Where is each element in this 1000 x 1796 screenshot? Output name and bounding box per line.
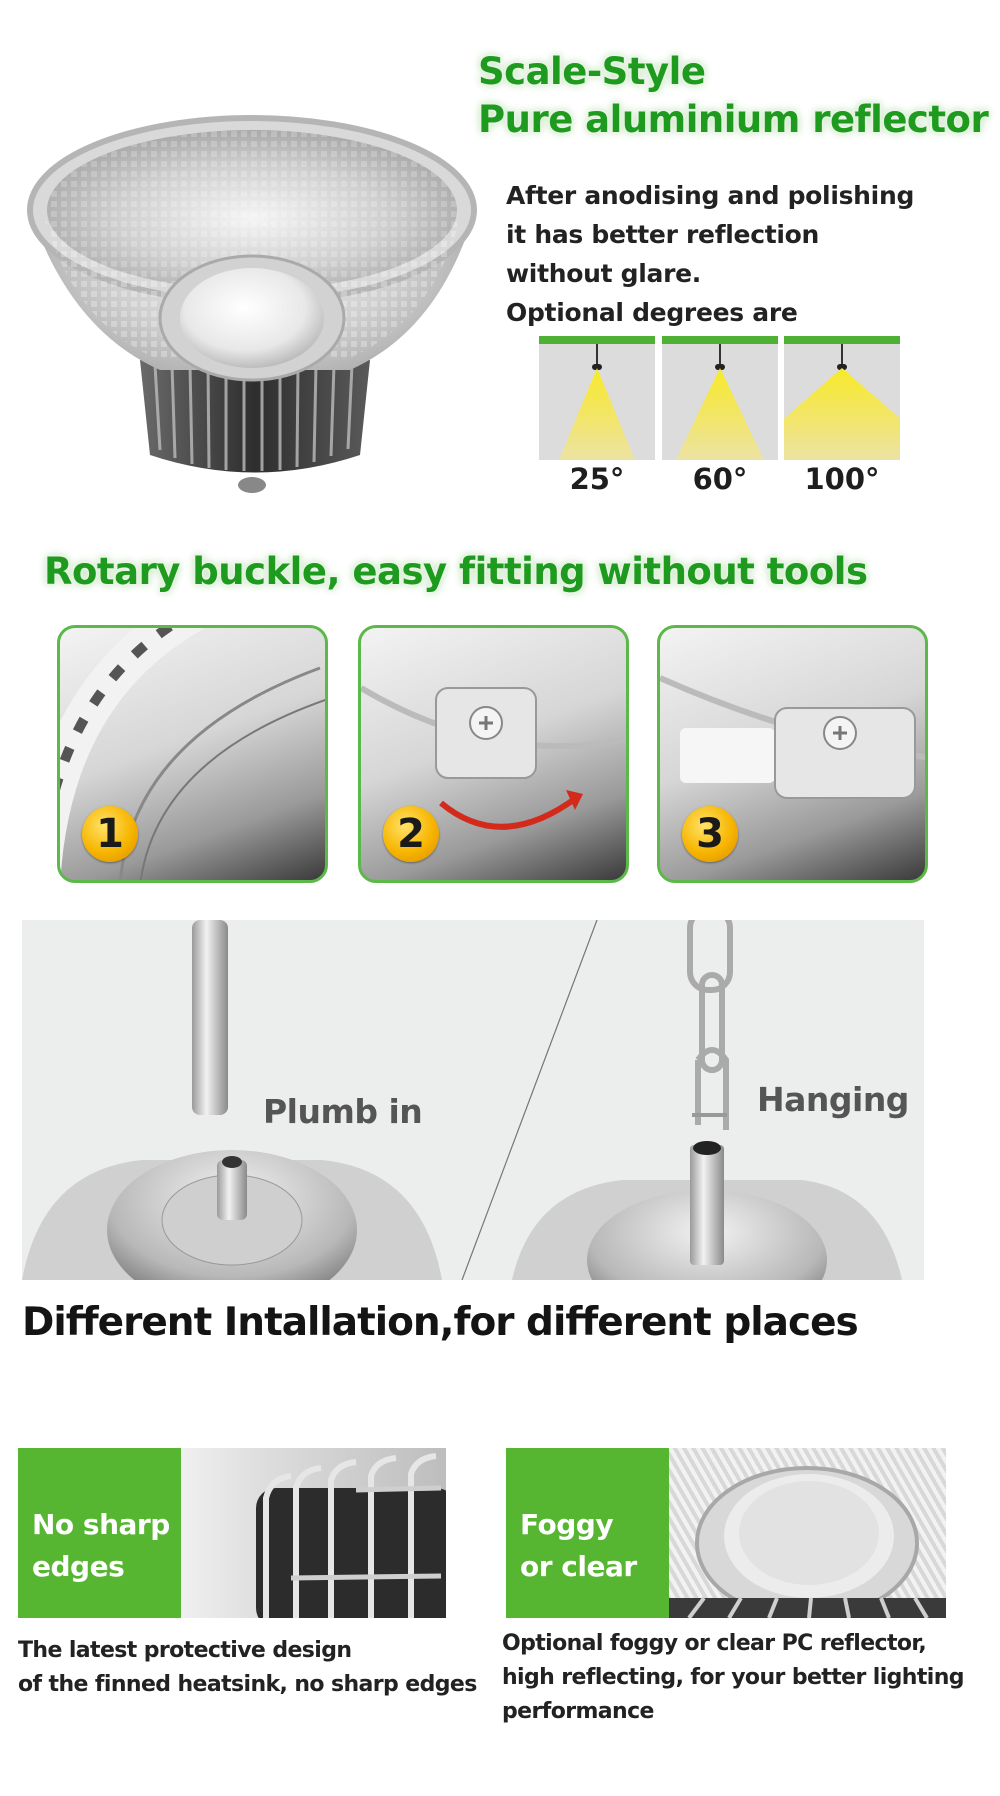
lamp-icon (592, 364, 602, 370)
light-cone-icon (675, 368, 765, 460)
caption-line: high reflecting, for your better lightin… (502, 1665, 965, 1690)
lamp-icon (715, 364, 725, 370)
beam-angle-label: 25° (569, 462, 625, 496)
ceiling-bar (662, 336, 778, 344)
feature-badge-line: edges (32, 1550, 125, 1583)
beam-angle-label: 60° (692, 462, 748, 496)
feature-caption-reflector: Optional foggy or clear PC reflector, hi… (502, 1627, 965, 1729)
feature-no-sharp-edges: No sharp edges (18, 1448, 446, 1618)
step-number-badge: 3 (682, 806, 738, 862)
installation-illustration: Plumb in Hanging (22, 920, 924, 1280)
install-option-hanging: Hanging (757, 1080, 909, 1119)
beam-angle-25-diagram (539, 336, 655, 460)
heatsink-photo (181, 1448, 446, 1618)
fitting-step-1-image: 1 (57, 625, 328, 883)
caption-line: of the finned heatsink, no sharp edges (18, 1672, 477, 1697)
reflector-lamp-image (20, 60, 490, 500)
beam-angle-60-diagram (662, 336, 778, 460)
install-option-plumb: Plumb in (263, 1092, 423, 1131)
feature-badge: No sharp edges (18, 1448, 181, 1618)
description-line: without glare. (506, 259, 701, 288)
feature-badge-line: or clear (520, 1550, 637, 1583)
description-line: Optional degrees are (506, 298, 798, 327)
beam-angle-label: 100° (804, 462, 880, 496)
lamp-icon (837, 364, 847, 370)
feature-badge-line: No sharp (32, 1508, 170, 1541)
feature-badge-line: Foggy (520, 1508, 614, 1541)
reflector-description: After anodising and polishing it has bet… (506, 176, 914, 332)
pendant-wire (841, 344, 843, 366)
caption-line: performance (502, 1699, 654, 1724)
description-line: After anodising and polishing (506, 181, 915, 210)
pendant-wire (719, 344, 721, 366)
caption-line: Optional foggy or clear PC reflector, (502, 1631, 927, 1656)
feature-caption-heatsink: The latest protective design of the finn… (18, 1634, 477, 1702)
fitting-step-3-image: 3 (657, 625, 928, 883)
caption-line: The latest protective design (18, 1638, 352, 1663)
feature-badge: Foggy or clear (506, 1448, 669, 1618)
step-number-badge: 2 (383, 806, 439, 862)
fitting-title: Rotary buckle, easy fitting without tool… (44, 550, 868, 593)
pc-reflector-photo (669, 1448, 946, 1618)
fitting-step-2-image: 2 (358, 625, 629, 883)
light-cone-icon (784, 368, 900, 460)
installation-title: Different Intallation,for different plac… (22, 1300, 859, 1345)
ceiling-bar (539, 336, 655, 344)
pendant-wire (596, 344, 598, 366)
description-line: it has better reflection (506, 220, 820, 249)
light-cone-icon (559, 368, 635, 460)
reflector-title-line2: Pure aluminium reflector (478, 98, 989, 141)
step-number-badge: 1 (82, 806, 138, 862)
beam-angle-100-diagram (784, 336, 900, 460)
feature-foggy-or-clear: Foggy or clear (506, 1448, 946, 1618)
reflector-title-line1: Scale-Style (478, 50, 706, 93)
ceiling-bar (784, 336, 900, 344)
